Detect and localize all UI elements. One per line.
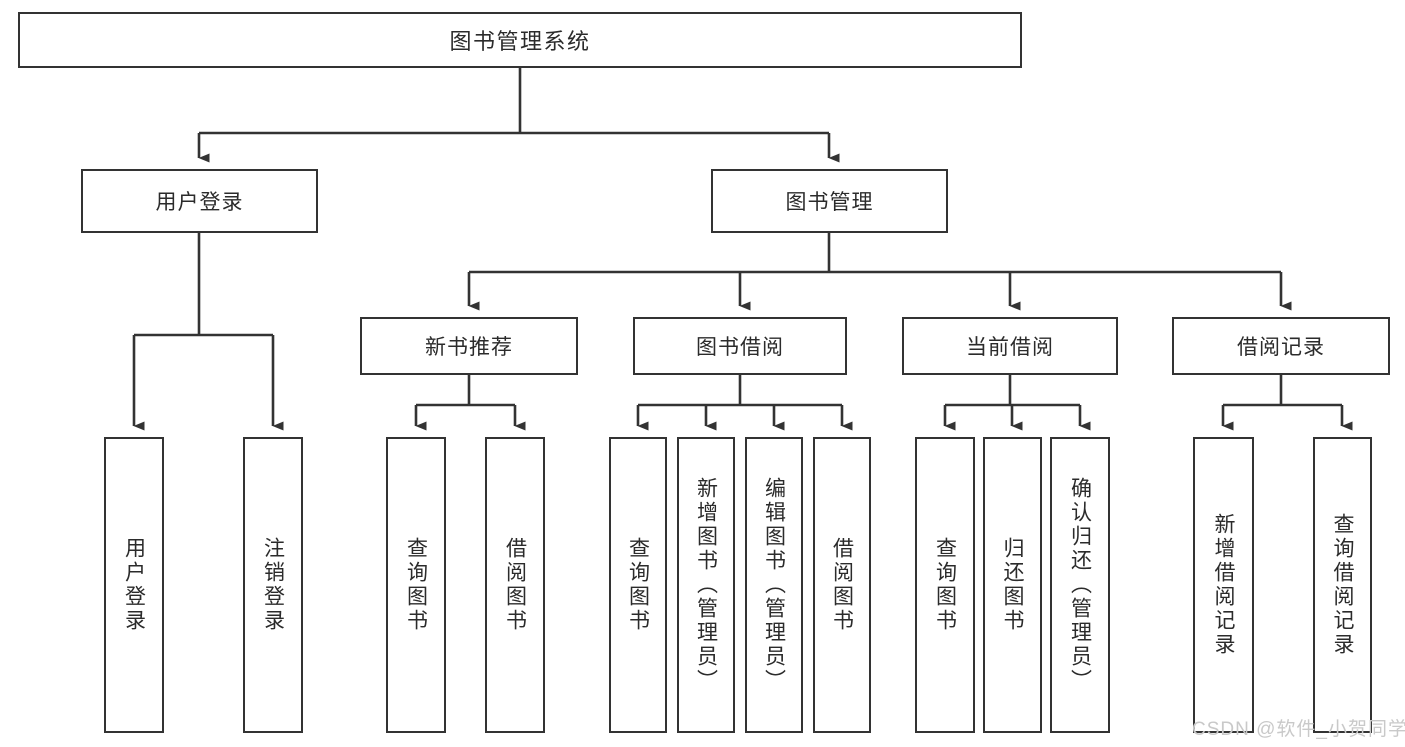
leaf-node-7[interactable]: 借阅图书 — [813, 437, 871, 733]
leaf-node-10[interactable]: 确认归还（管理员） — [1050, 437, 1110, 733]
node-label: 用户登录 — [155, 191, 244, 214]
node-label: 图书管理系统 — [449, 29, 591, 54]
node-label: 图书管理 — [785, 191, 874, 214]
level2-node-0[interactable]: 用户登录 — [81, 169, 318, 233]
level3-node-0[interactable]: 新书推荐 — [360, 317, 578, 375]
level2-node-1[interactable]: 图书管理 — [711, 169, 948, 233]
node-label: 新增图书（管理员） — [694, 477, 718, 693]
leaf-node-8[interactable]: 查询图书 — [915, 437, 975, 733]
leaf-node-4[interactable]: 查询图书 — [609, 437, 667, 733]
leaf-node-2[interactable]: 查询图书 — [386, 437, 446, 733]
node-label: 借阅图书 — [503, 537, 527, 633]
leaf-node-9[interactable]: 归还图书 — [983, 437, 1042, 733]
leaf-node-5[interactable]: 新增图书（管理员） — [677, 437, 735, 733]
node-label: 查询图书 — [404, 537, 428, 633]
leaf-node-0[interactable]: 用户登录 — [104, 437, 164, 733]
node-label: 用户登录 — [122, 537, 146, 633]
leaf-node-12[interactable]: 查询借阅记录 — [1313, 437, 1372, 733]
node-label: 新书推荐 — [425, 336, 513, 359]
level3-node-2[interactable]: 当前借阅 — [902, 317, 1118, 375]
node-label: 查询图书 — [626, 537, 650, 633]
node-label: 借阅记录 — [1237, 336, 1325, 359]
node-label: 当前借阅 — [966, 336, 1054, 359]
node-label: 借阅图书 — [830, 537, 854, 633]
leaf-node-1[interactable]: 注销登录 — [243, 437, 303, 733]
leaf-node-6[interactable]: 编辑图书（管理员） — [745, 437, 803, 733]
node-label: 确认归还（管理员） — [1068, 477, 1092, 693]
node-label: 编辑图书（管理员） — [762, 477, 786, 693]
node-label: 新增借阅记录 — [1212, 513, 1235, 657]
leaf-node-3[interactable]: 借阅图书 — [485, 437, 545, 733]
root-node-0[interactable]: 图书管理系统 — [18, 12, 1022, 68]
node-label: 图书借阅 — [696, 336, 784, 359]
level3-node-3[interactable]: 借阅记录 — [1172, 317, 1390, 375]
node-label: 注销登录 — [261, 537, 285, 633]
node-label: 归还图书 — [1001, 537, 1024, 633]
level3-node-1[interactable]: 图书借阅 — [633, 317, 847, 375]
leaf-node-11[interactable]: 新增借阅记录 — [1193, 437, 1254, 733]
node-label: 查询借阅记录 — [1331, 513, 1354, 657]
node-label: 查询图书 — [933, 537, 957, 633]
